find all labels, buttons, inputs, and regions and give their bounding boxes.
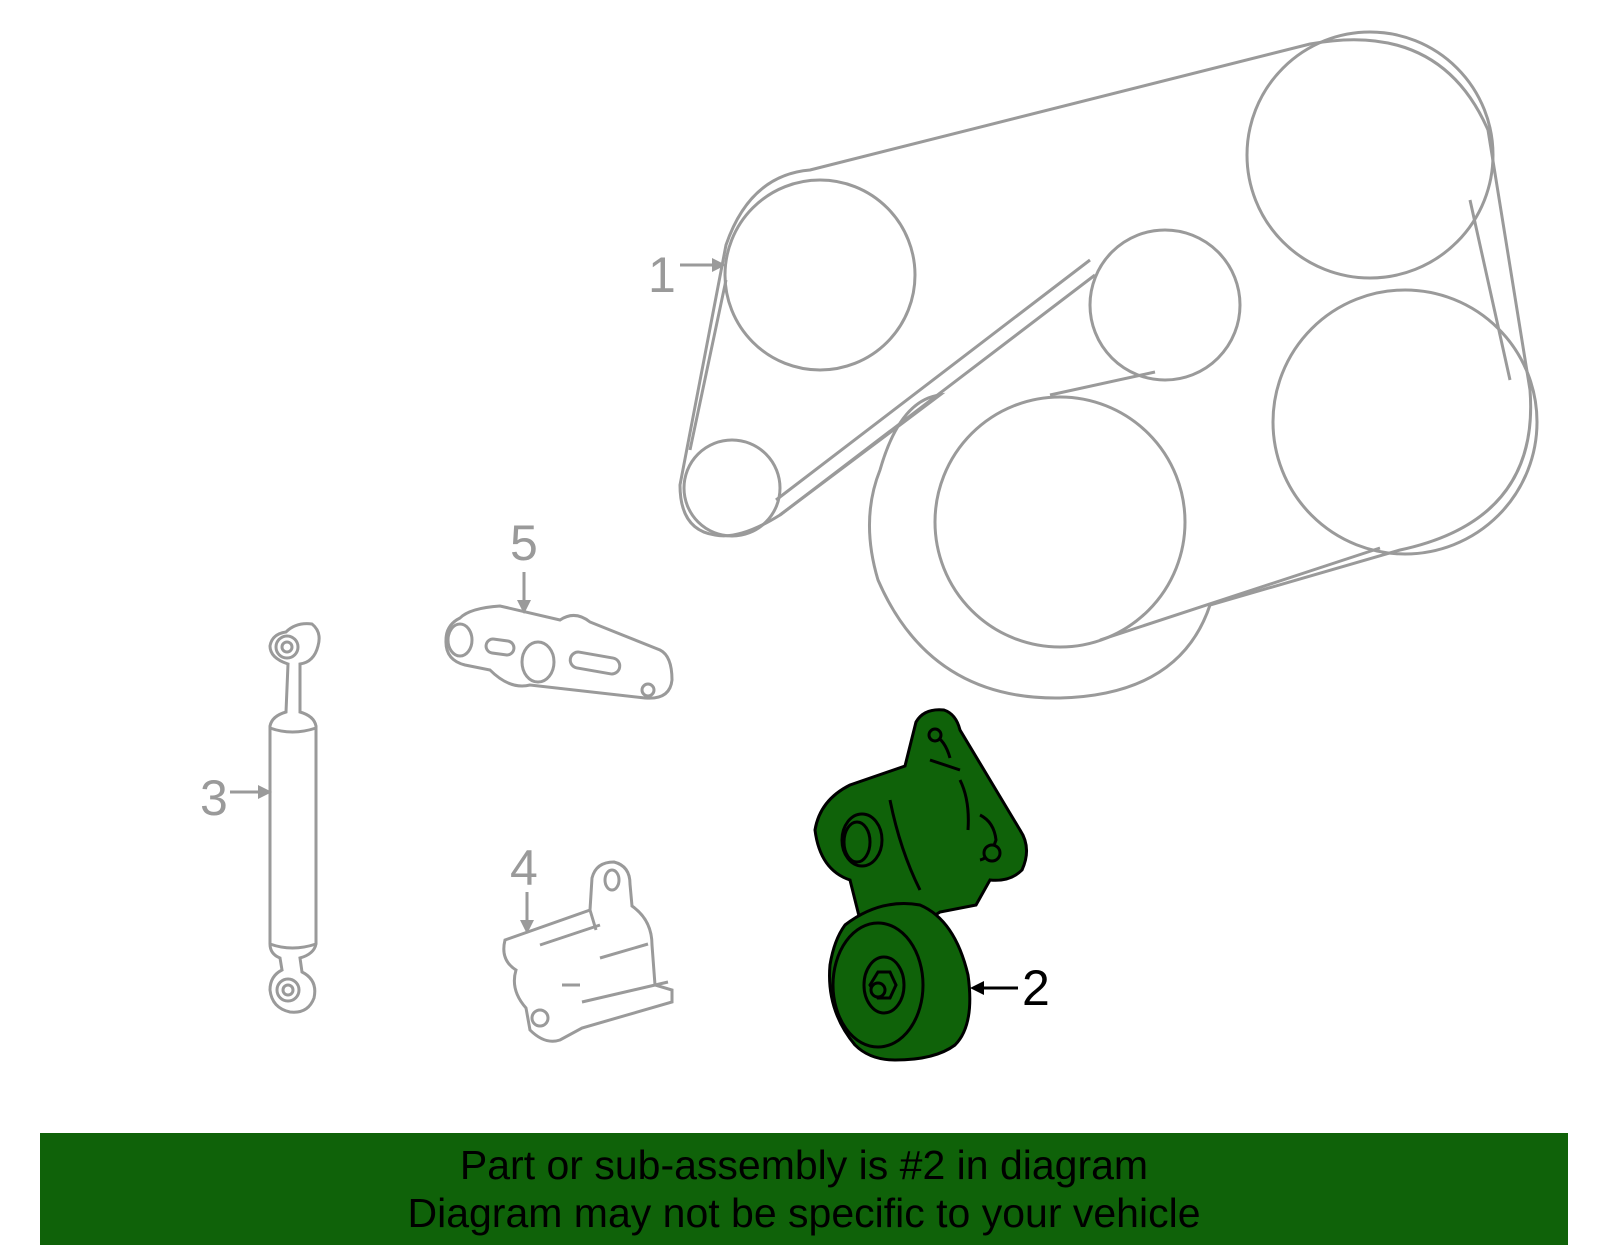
damper-rod — [268, 622, 321, 1014]
callout-4-label: 4 — [510, 840, 538, 896]
callout-3-label: 3 — [200, 770, 228, 826]
callout-1-label: 1 — [648, 247, 676, 303]
mounting-bracket — [502, 860, 674, 1043]
callout-5-label: 5 — [510, 515, 538, 571]
banner-line-1: Part or sub-assembly is #2 in diagram — [459, 1142, 1149, 1188]
callout-2-label: 2 — [1022, 960, 1050, 1016]
belt-assembly — [678, 30, 1539, 700]
callout-2: 2 — [970, 960, 1050, 1016]
belt-tensioner — [813, 708, 1028, 1062]
callout-4: 4 — [510, 840, 538, 934]
callout-1: 1 — [648, 247, 726, 303]
callout-5: 5 — [510, 515, 538, 614]
callout-3: 3 — [200, 770, 272, 826]
tensioner-bracket — [444, 604, 674, 700]
banner-line-2: Diagram may not be specific to your vehi… — [407, 1190, 1201, 1236]
info-banner: Part or sub-assembly is #2 in diagram Di… — [40, 1133, 1568, 1245]
